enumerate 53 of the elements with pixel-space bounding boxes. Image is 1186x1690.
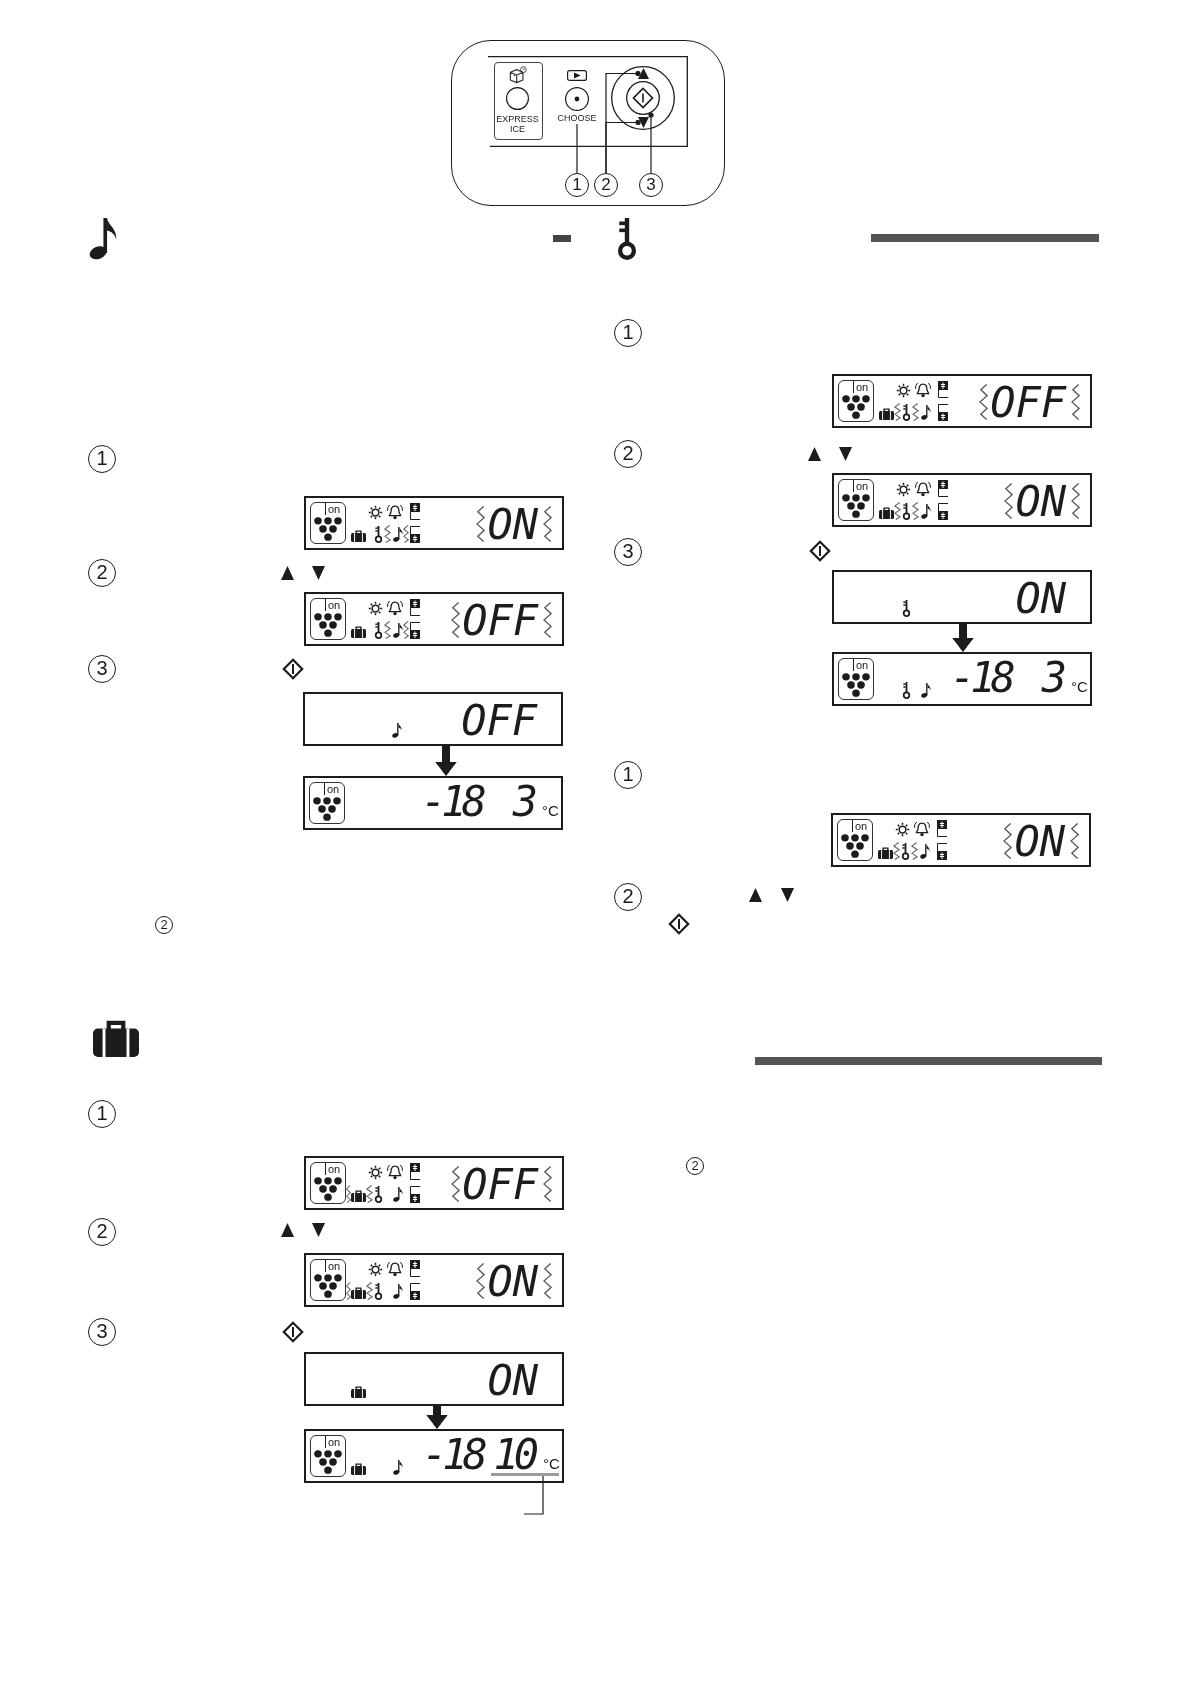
temperature-reading: 10	[493, 1437, 536, 1473]
mode-label: on	[325, 1436, 341, 1448]
unit-label: °C	[542, 802, 559, 819]
mode-label: on	[324, 783, 340, 795]
status-reading: ON	[487, 507, 539, 543]
lcd-display	[304, 1429, 564, 1483]
up-button-icon	[638, 68, 649, 79]
lcd-display	[831, 813, 1091, 867]
lcd-display	[832, 570, 1092, 624]
lcd-display	[304, 1156, 564, 1210]
mode-label: on	[853, 381, 869, 393]
mode-label: on	[325, 503, 341, 515]
lcd-display	[304, 592, 564, 646]
status-reading: ON	[1015, 581, 1067, 617]
temperature-reading: -18	[950, 660, 1013, 696]
mode-label: on	[853, 480, 869, 492]
lcd-display	[304, 1253, 564, 1307]
leader-line	[605, 119, 641, 174]
unit-label: °C	[1071, 678, 1088, 695]
status-reading: ON	[487, 1363, 539, 1399]
express-ice-panel	[494, 62, 543, 140]
start-button-icon	[626, 81, 660, 115]
status-reading: ON	[487, 1264, 539, 1300]
lcd-display	[832, 374, 1092, 428]
mode-label: on	[852, 820, 868, 832]
mode-label: on	[325, 599, 341, 611]
status-reading: OFF	[462, 1167, 540, 1203]
leader-line	[576, 123, 578, 174]
leader-line	[523, 1475, 544, 1515]
temperature-reading: -18	[421, 784, 484, 820]
button-label: CHOOSE	[555, 113, 599, 124]
lcd-display	[303, 692, 563, 746]
status-reading: OFF	[990, 385, 1068, 421]
lcd-display	[304, 496, 564, 550]
button-label: EXPRESS ICE	[495, 114, 540, 134]
temperature-reading: -18	[422, 1437, 485, 1473]
lcd-display	[303, 776, 563, 830]
highlight-bar	[491, 1473, 559, 1476]
status-reading: OFF	[462, 603, 540, 639]
mode-label: on	[853, 659, 869, 671]
mode-label: on	[325, 1260, 341, 1272]
down-button-icon	[638, 117, 649, 128]
leader-line	[648, 112, 654, 174]
mode-label: on	[325, 1163, 341, 1175]
lcd-display	[832, 652, 1092, 706]
lcd-display	[832, 473, 1092, 527]
lcd-display	[304, 1352, 564, 1406]
temperature-reading: 3	[512, 784, 535, 820]
temperature-reading: 3	[1041, 660, 1064, 696]
unit-label: °C	[543, 1455, 560, 1472]
status-reading: ON	[1015, 484, 1067, 520]
status-reading: OFF	[461, 703, 539, 739]
status-reading: ON	[1014, 824, 1066, 860]
